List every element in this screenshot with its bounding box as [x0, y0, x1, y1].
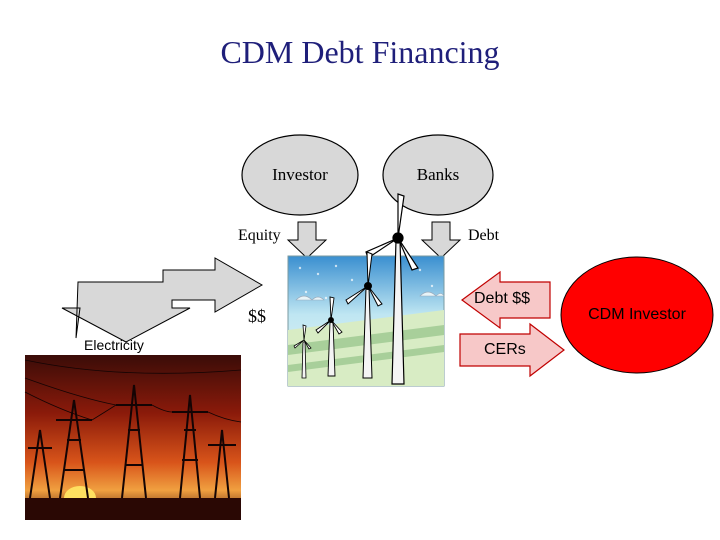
investor-label: Investor — [272, 165, 328, 184]
debt-label: Debt — [468, 227, 500, 244]
money-label: $$ — [248, 306, 266, 326]
cers-arrow — [459, 322, 565, 378]
debt-money-arrow — [460, 270, 551, 330]
electricity-flow-arrow — [61, 257, 264, 343]
equity-arrow — [286, 221, 328, 259]
banks-label: Banks — [416, 165, 460, 184]
slide-title: CDM Debt Financing — [220, 34, 500, 70]
wind-turbine-medium — [345, 251, 383, 379]
cdm-investor-circle — [560, 256, 714, 374]
investor-ellipse — [241, 134, 359, 216]
debt-arrow — [420, 221, 462, 259]
cdm-investor-label: CDM Investor — [588, 306, 686, 323]
debt-money-label: Debt $$ — [474, 290, 531, 307]
wind-turbine-tiny — [293, 324, 312, 379]
equity-label: Equity — [238, 227, 281, 244]
wind-turbine-large — [365, 193, 419, 385]
wind-turbine-small — [315, 296, 343, 377]
cers-label: CERs — [484, 341, 526, 358]
banks-ellipse — [382, 134, 494, 216]
electricity-label: Electricity — [84, 337, 144, 353]
power-lines-photo — [24, 355, 242, 520]
